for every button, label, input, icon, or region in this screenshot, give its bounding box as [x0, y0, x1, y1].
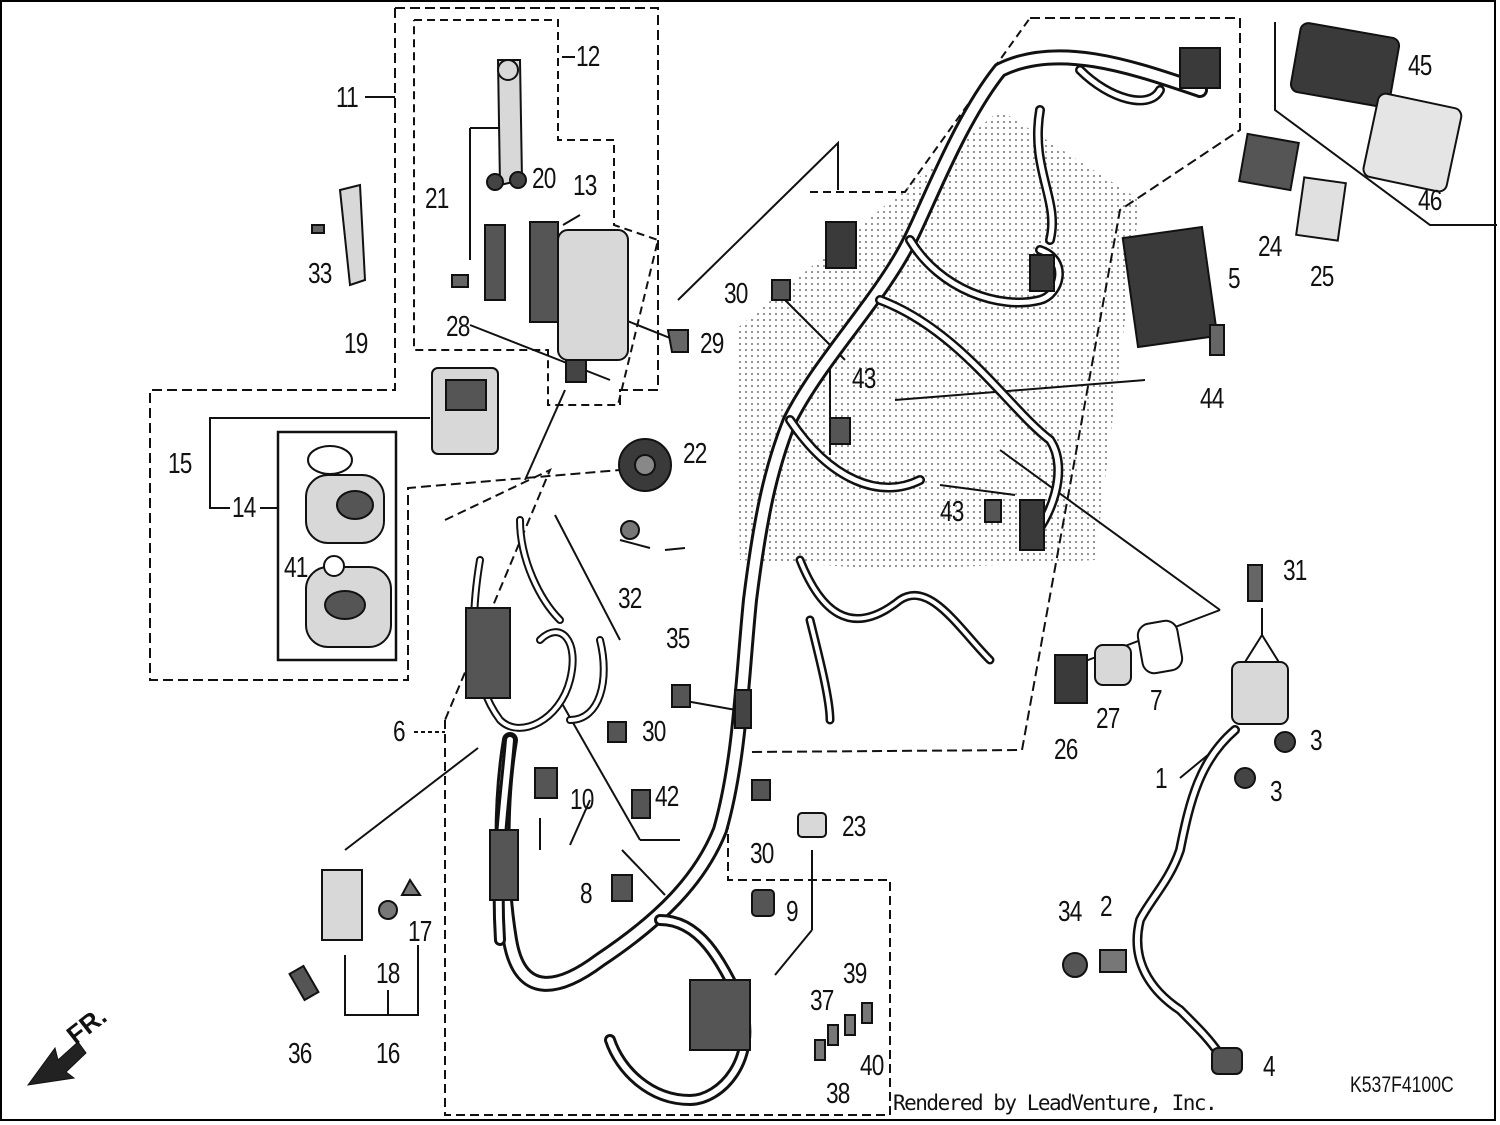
callout-11: 11 — [336, 82, 359, 114]
callout-36: 36 — [288, 1038, 312, 1070]
callout-39: 39 — [843, 958, 867, 990]
callout-41: 41 — [284, 552, 308, 584]
callout-43-mid: 43 — [940, 496, 964, 528]
starter-relay — [1231, 661, 1289, 725]
callout-29: 29 — [700, 328, 724, 360]
callout-19: 19 — [344, 328, 368, 360]
frame-shading — [735, 110, 1140, 570]
battery-46 — [1362, 92, 1463, 193]
regulator-rectifier — [1121, 225, 1219, 349]
callout-1: 1 — [1155, 763, 1168, 795]
callout-33: 33 — [308, 258, 332, 290]
rendered-by-credit: Rendered by LeadVenture, Inc. — [893, 1091, 1218, 1115]
callout-43-top: 43 — [852, 363, 876, 395]
ignition-switch — [557, 229, 629, 361]
callout-13: 13 — [573, 170, 597, 202]
callout-30-top: 30 — [724, 278, 748, 310]
callout-26: 26 — [1054, 734, 1078, 766]
callout-30-low: 30 — [750, 838, 774, 870]
callout-6: 6 — [393, 716, 406, 748]
callout-16: 16 — [376, 1038, 400, 1070]
group-box-11 — [395, 7, 659, 405]
callout-37: 37 — [810, 985, 834, 1017]
callout-5: 5 — [1228, 263, 1241, 295]
callout-34: 34 — [1058, 896, 1082, 928]
callout-46: 46 — [1418, 185, 1442, 217]
callout-42: 42 — [655, 781, 679, 813]
callout-8: 8 — [580, 878, 593, 910]
callout-2: 2 — [1100, 891, 1113, 923]
callout-31: 31 — [1283, 555, 1307, 587]
callout-35: 35 — [666, 623, 690, 655]
callout-21: 21 — [425, 183, 449, 215]
callout-18: 18 — [376, 958, 400, 990]
callout-15: 15 — [168, 448, 192, 480]
callout-32: 32 — [618, 583, 642, 615]
callout-44: 44 — [1200, 383, 1224, 415]
callout-20: 20 — [532, 163, 556, 195]
callout-27: 27 — [1096, 703, 1120, 735]
callout-14: 14 — [232, 492, 256, 524]
front-direction-arrow — [26, 1041, 87, 1086]
callout-40: 40 — [860, 1050, 884, 1082]
callout-25: 25 — [1310, 261, 1334, 293]
callout-17: 17 — [408, 916, 432, 948]
callout-24: 24 — [1258, 231, 1282, 263]
callout-3-upper: 3 — [1310, 725, 1323, 757]
callout-12: 12 — [576, 41, 600, 73]
callout-38: 38 — [826, 1078, 850, 1110]
callout-10: 10 — [570, 784, 594, 816]
diagram-code: K537F4100C — [1350, 1072, 1454, 1097]
callout-4: 4 — [1263, 1051, 1276, 1083]
callout-45: 45 — [1408, 50, 1432, 82]
callout-9: 9 — [786, 896, 799, 928]
callout-7: 7 — [1150, 685, 1163, 717]
callout-28: 28 — [446, 311, 470, 343]
callout-3-lower: 3 — [1270, 776, 1283, 808]
callout-23: 23 — [842, 811, 866, 843]
callout-30-mid: 30 — [642, 716, 666, 748]
callout-22: 22 — [683, 438, 707, 470]
battery-45 — [1289, 22, 1401, 108]
